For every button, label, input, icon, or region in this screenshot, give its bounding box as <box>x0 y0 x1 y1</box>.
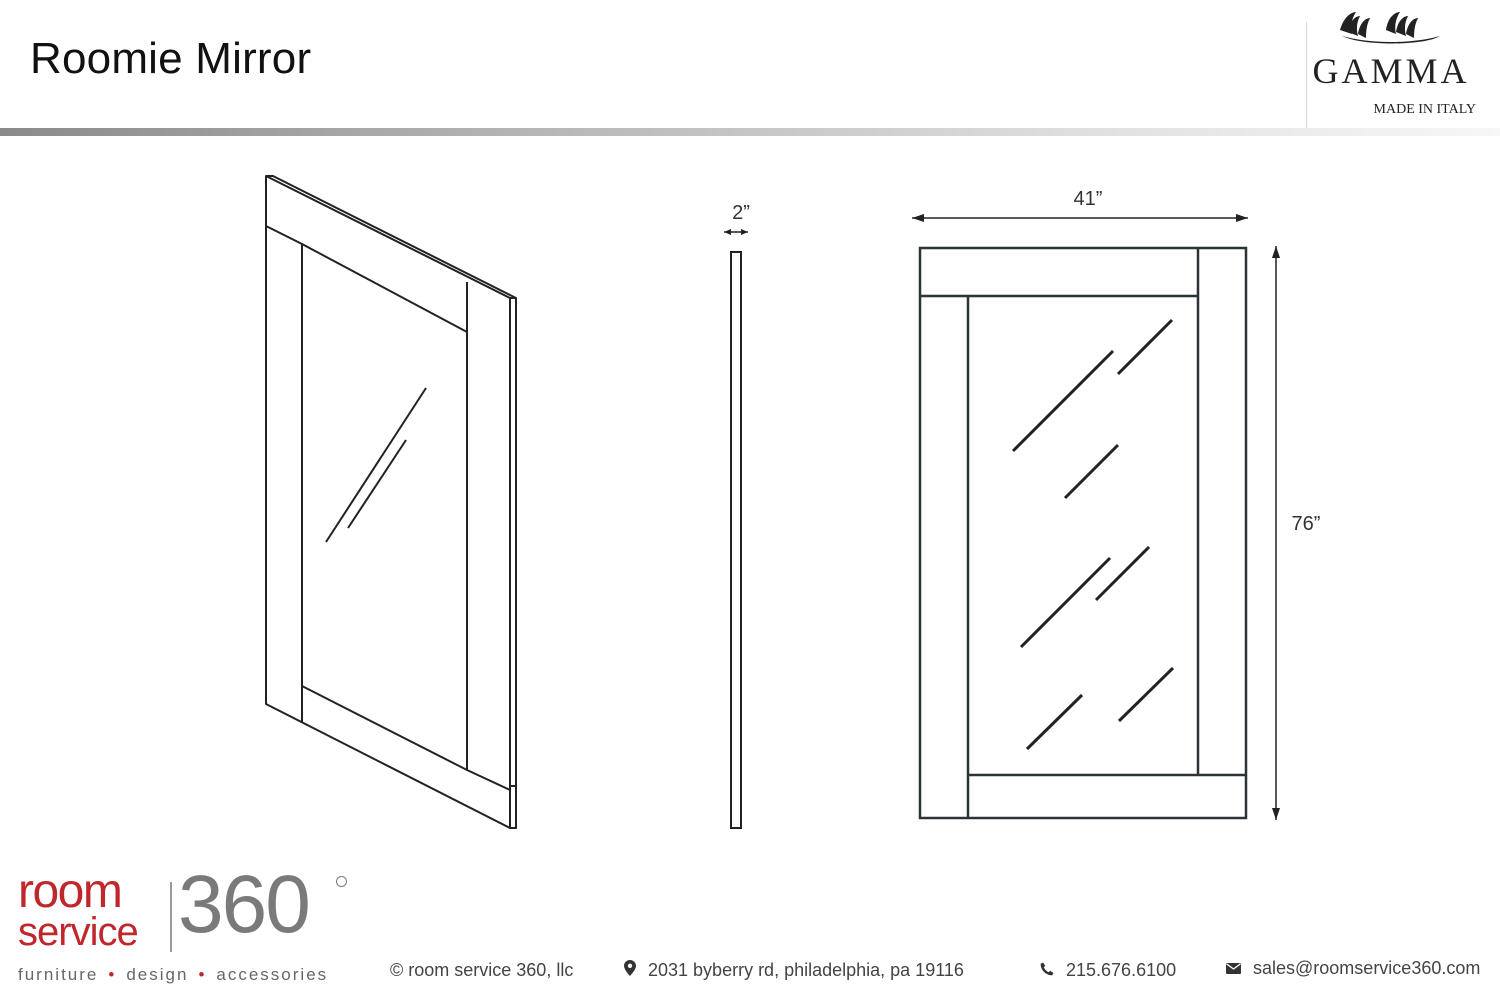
perspective-top-rail-left <box>265 225 303 245</box>
email-text[interactable]: sales@roomservice360.com <box>1253 958 1481 978</box>
email-item: sales@roomservice360.com <box>1226 958 1480 979</box>
tagline-design: design <box>126 965 189 984</box>
copyright-label: © room service 360, llc <box>390 960 574 980</box>
tagline-furniture: furniture <box>18 965 99 984</box>
front-glass-reflections <box>1011 318 1175 751</box>
page-title: Roomie Mirror <box>30 34 312 83</box>
logo-divider <box>1306 22 1307 128</box>
technical-drawing: 2” 41” 76” <box>265 175 1320 829</box>
copyright-text: © room service 360, llc <box>390 960 573 981</box>
brand-service-text: service <box>18 910 139 954</box>
perspective-glass-panel <box>301 243 468 771</box>
brand-divider <box>170 882 172 952</box>
gamma-emblem-icon <box>1340 12 1440 44</box>
width-dimension: 41” <box>912 188 1248 222</box>
address-item: 2031 byberry rd, philadelphia, pa 19116 <box>624 960 964 981</box>
side-view-profile <box>730 251 742 829</box>
brand-room-text: room <box>18 865 123 918</box>
degree-icon <box>336 876 347 887</box>
gamma-wordmark: GAMMA <box>1312 51 1470 91</box>
made-in-italy-tagline: MADE IN ITALY <box>1373 102 1476 117</box>
tagline-dot: • <box>198 965 207 984</box>
tagline-dot: • <box>108 965 117 984</box>
phone-icon <box>1040 960 1054 981</box>
location-pin-icon <box>624 960 636 981</box>
envelope-icon <box>1226 958 1241 979</box>
phone-text[interactable]: 215.676.6100 <box>1066 960 1177 980</box>
side-view: 2” <box>724 202 750 829</box>
front-view <box>918 246 1248 820</box>
brand-360-text: 360 <box>178 859 311 950</box>
perspective-reflection-line-2 <box>347 439 407 529</box>
depth-dimension-label: 2” <box>732 202 750 224</box>
height-dimension-label: 76” <box>1292 513 1321 535</box>
front-view-outer-frame <box>918 246 1248 820</box>
brand-tagline: furniture • design • accessories <box>18 965 328 985</box>
depth-arrow-right <box>741 229 748 235</box>
perspective-view <box>265 175 517 829</box>
phone-item: 215.676.6100 <box>1040 960 1176 981</box>
perspective-reflection-line-1 <box>325 387 427 543</box>
width-dimension-label: 41” <box>1074 188 1103 210</box>
perspective-bottom-rail-right <box>466 769 511 791</box>
depth-arrow-left <box>724 229 731 235</box>
tagline-accessories: accessories <box>216 965 329 984</box>
address-text: 2031 byberry rd, philadelphia, pa 19116 <box>648 960 964 980</box>
header-gradient-rule <box>0 128 1500 136</box>
height-dimension: 76” <box>1272 246 1320 820</box>
